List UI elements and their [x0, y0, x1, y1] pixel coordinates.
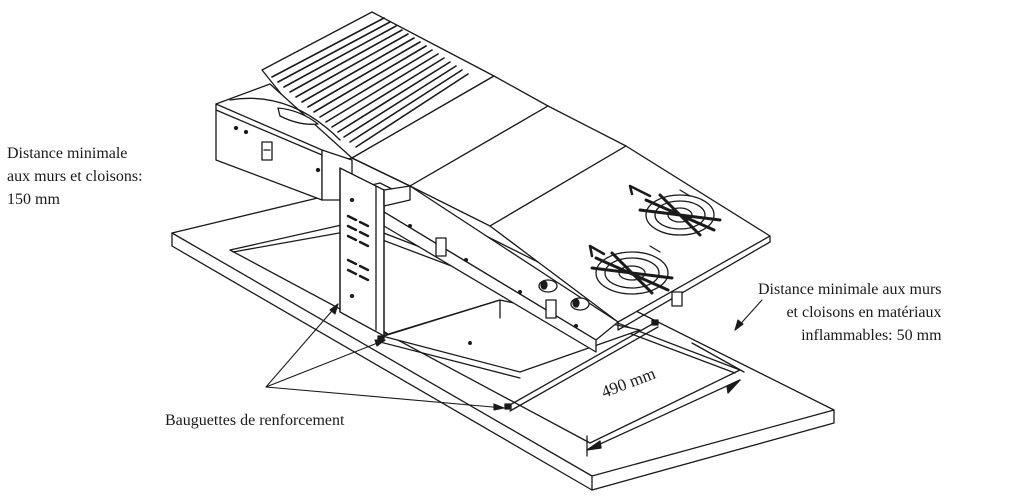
- wall-distance-150-line-1: Distance minimale: [7, 145, 128, 162]
- gas-hob-module: [489, 145, 771, 331]
- wall-distance-50-line-1: Distance minimale aux murs: [758, 281, 942, 298]
- center-plates: [351, 75, 627, 227]
- housing: [339, 167, 501, 337]
- dimension-490: [586, 342, 745, 457]
- wall-distance-50-label: Distance minimale aux murs et cloisons e…: [758, 278, 942, 347]
- reinforcement-bars-label: Bauguettes de renforcement: [165, 412, 345, 429]
- wall-distance-50-line-3: inflammables: 50 mm: [801, 327, 942, 344]
- wall-distance-150-line-2: aux murs et cloisons:: [7, 168, 143, 185]
- leader-lines: [265, 299, 763, 411]
- front-panel: [383, 185, 683, 353]
- wall-distance-50-line-2: et cloisons en matériaux: [786, 304, 942, 321]
- wall-distance-150-label: Distance minimale aux murs et cloisons: …: [7, 142, 143, 211]
- grill-ribs: [271, 17, 469, 148]
- wall-distance-150-line-3: 150 mm: [7, 191, 60, 208]
- burner-rear: [628, 184, 722, 237]
- burner-front: [588, 244, 674, 295]
